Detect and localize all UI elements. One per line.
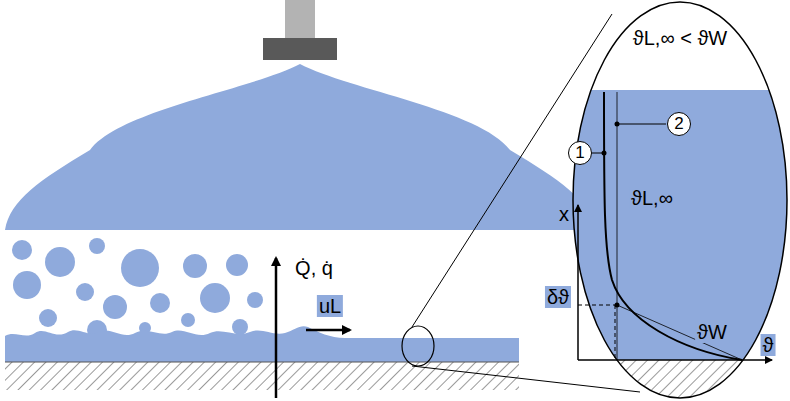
- point: [615, 122, 620, 127]
- condition-label: ϑL,∞ < ϑW: [633, 27, 727, 49]
- axis-label: x: [557, 203, 571, 225]
- bulk-temperature-label: ϑL,∞: [629, 187, 675, 209]
- axis-label: ϑ: [761, 334, 776, 356]
- liquid-film: [5, 326, 519, 362]
- nozzle-head: [263, 38, 337, 60]
- zoom-line: [412, 366, 640, 392]
- point: [602, 151, 607, 156]
- tangent-line: [617, 305, 742, 360]
- zoom-ellipse: [573, 2, 787, 398]
- velocity-label: uL: [317, 295, 343, 317]
- delta-dash: [578, 305, 615, 306]
- spray-cone: [5, 64, 595, 230]
- heat-flux-arrow: [275, 258, 278, 398]
- zoom-marker: [402, 326, 434, 366]
- wall-surface: [5, 362, 519, 363]
- nozzle-body: [285, 0, 315, 40]
- temperature-profile: [604, 92, 742, 360]
- x-axis: [577, 205, 579, 360]
- zoom-view: [570, 0, 790, 401]
- velocity-arrow: [306, 329, 350, 332]
- droplets: [12, 238, 263, 340]
- thickness-label: δϑ: [545, 286, 571, 308]
- callout-number: 2: [667, 112, 691, 136]
- bulk-temperature-line: [617, 92, 618, 360]
- heat-flux-label: Q̇, q̇: [295, 257, 333, 279]
- callout-number: 1: [568, 141, 592, 165]
- theta-axis: [578, 359, 772, 361]
- point: [615, 303, 620, 308]
- wall-temperature-label: ϑW: [695, 321, 729, 343]
- wall: [5, 362, 519, 390]
- delta-dash: [615, 305, 616, 360]
- leader-line: [617, 124, 666, 125]
